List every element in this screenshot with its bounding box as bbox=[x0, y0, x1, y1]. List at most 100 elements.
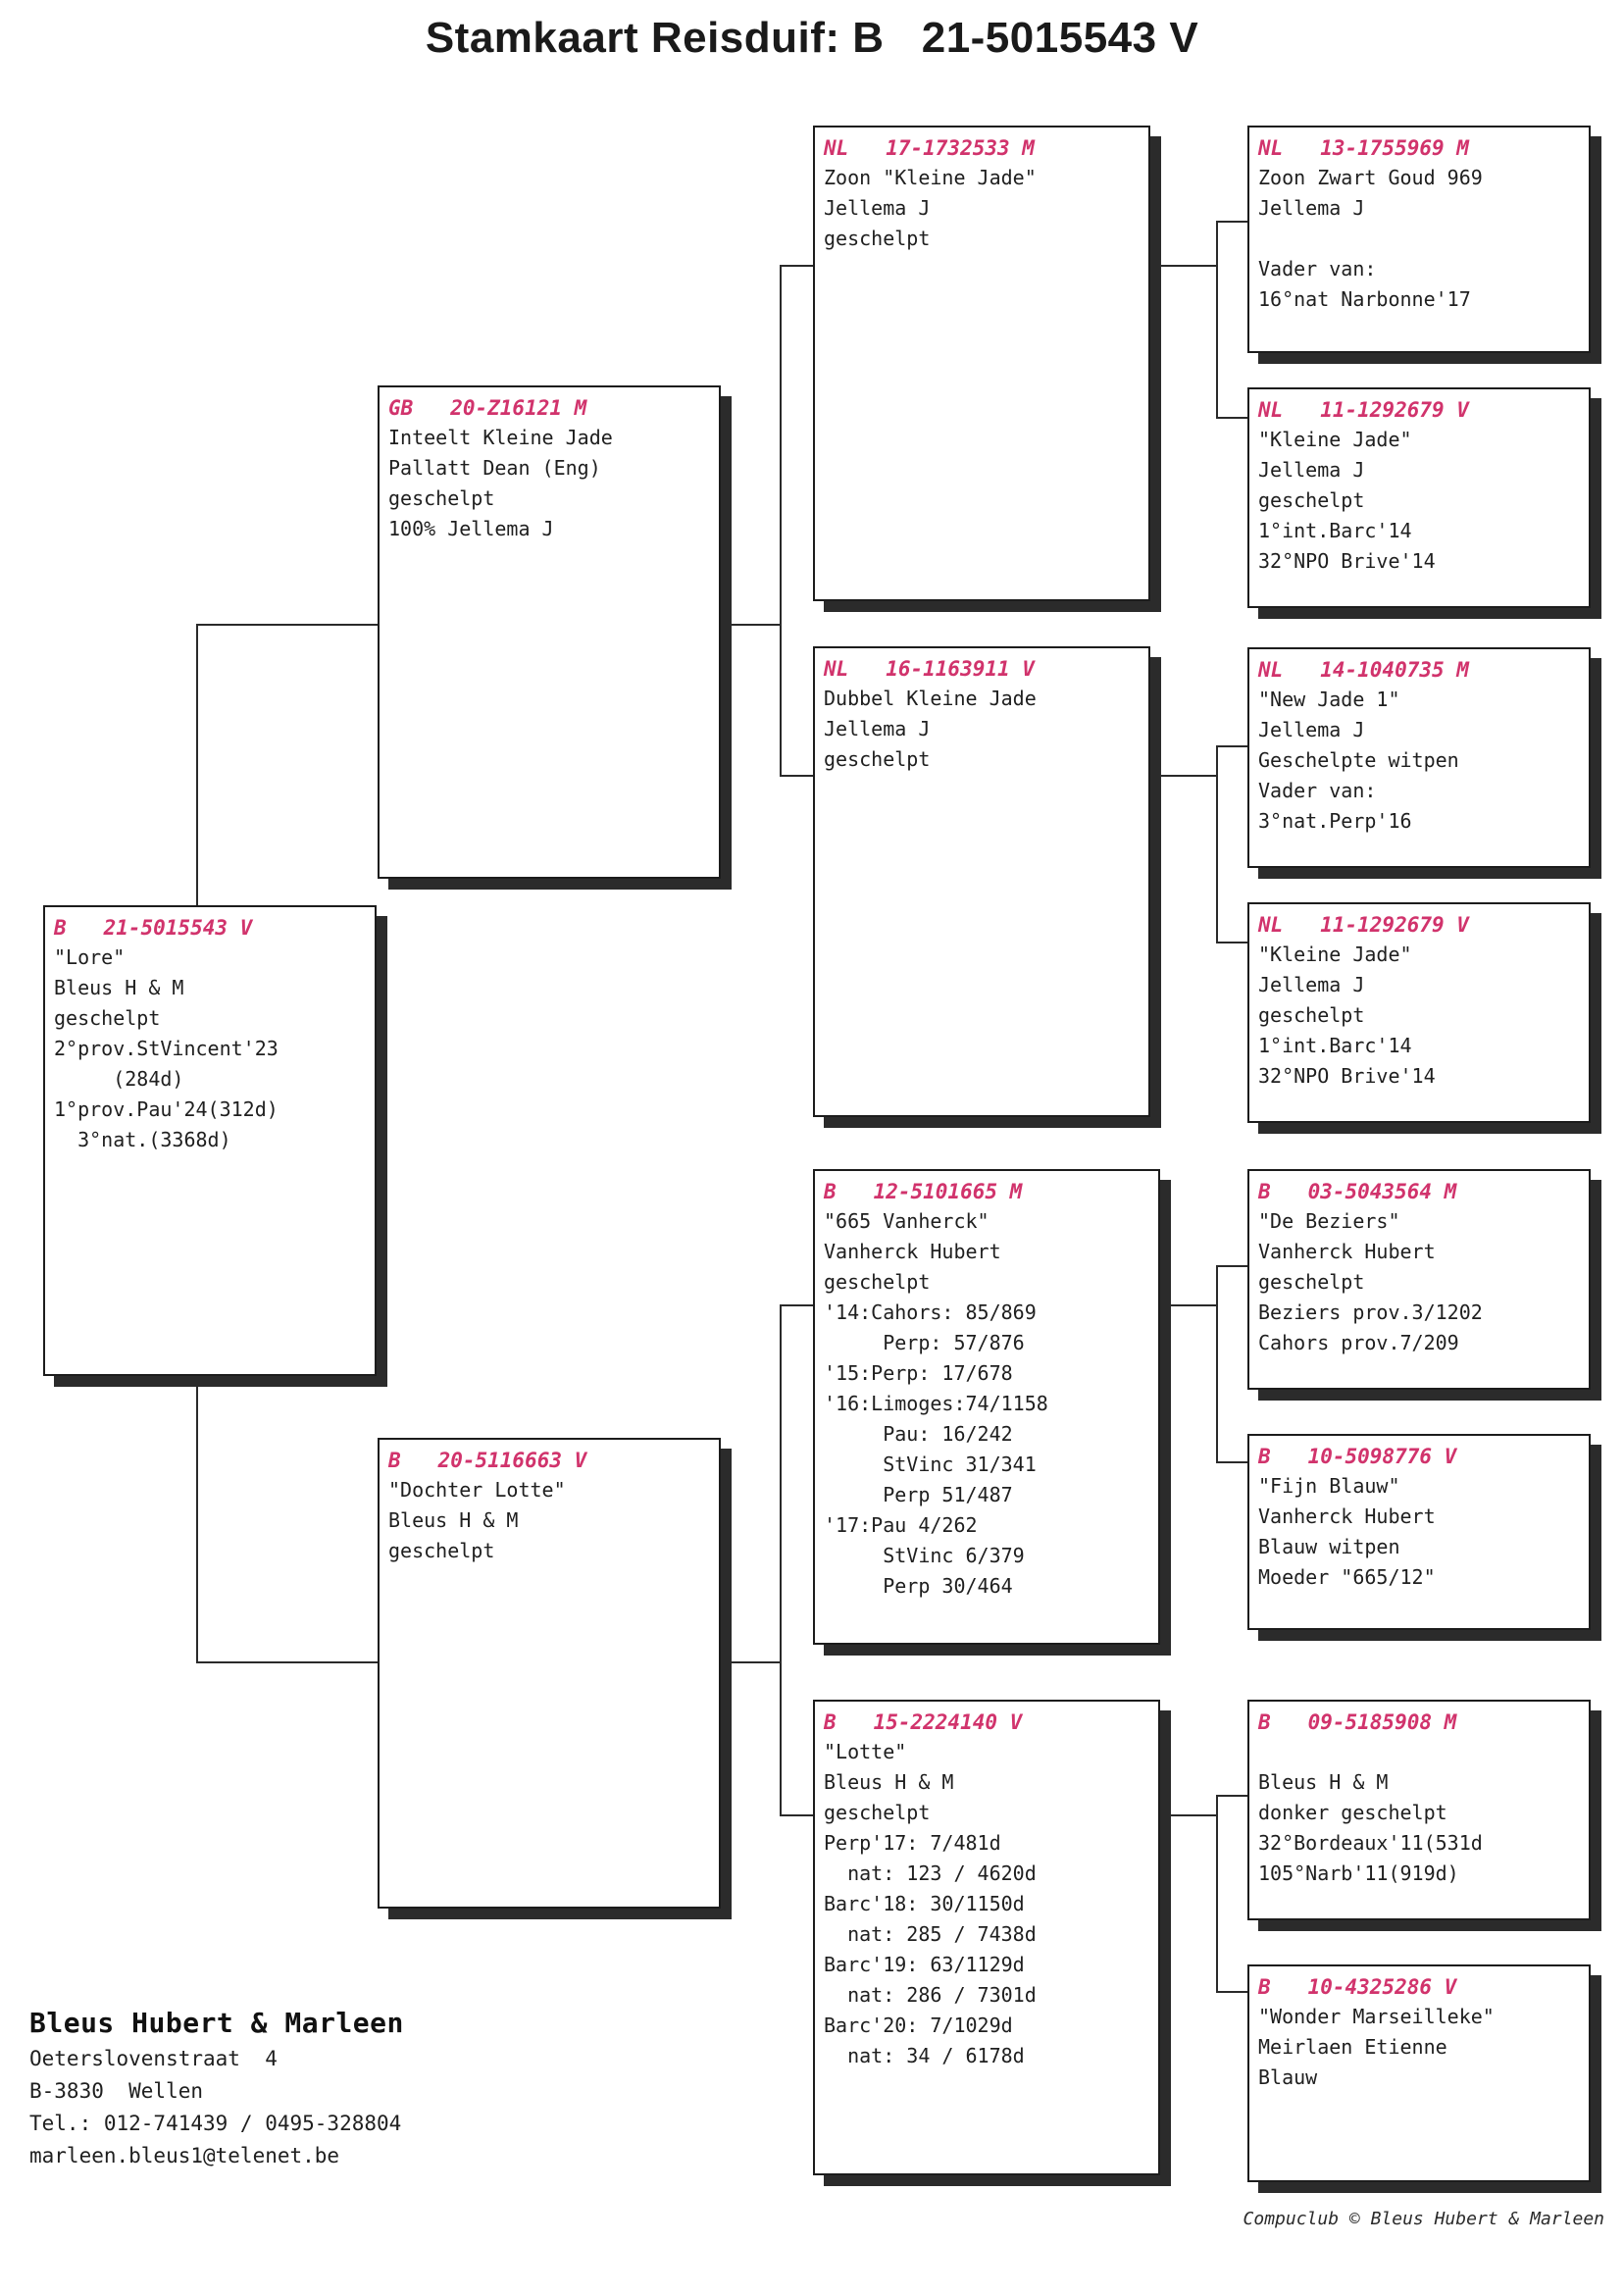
detail-line: "Wonder Marseilleke" bbox=[1258, 2005, 1495, 2028]
detail-line: Zoon Zwart Goud 969 bbox=[1258, 166, 1483, 189]
pedigree-box-g4-5[interactable]: B 03-5043564 M "De Beziers"Vanherck Hube… bbox=[1247, 1169, 1591, 1390]
detail-line: Vanherck Hubert bbox=[1258, 1504, 1436, 1528]
detail-line: geschelpt bbox=[824, 227, 931, 250]
detail-line: 1°int.Barc'14 bbox=[1258, 519, 1412, 542]
connector bbox=[1157, 1304, 1216, 1306]
connector bbox=[196, 1661, 382, 1663]
detail-line: geschelpt bbox=[1258, 488, 1365, 512]
detail-line: Jellema J bbox=[824, 717, 931, 740]
detail-line: "Dochter Lotte" bbox=[388, 1478, 566, 1502]
detail-line: '15:Perp: 17/678 bbox=[824, 1361, 1013, 1385]
detail-line: Oeterslovenstraat 4 bbox=[29, 2047, 278, 2070]
connector bbox=[780, 265, 782, 775]
detail-line: 1°int.Barc'14 bbox=[1258, 1034, 1412, 1057]
detail-line: 16°nat Narbonne'17 bbox=[1258, 287, 1471, 311]
pedigree-box-g3-3[interactable]: B 12-5101665 M "665 Vanherck"Vanherck Hu… bbox=[813, 1169, 1160, 1645]
connector bbox=[1216, 745, 1218, 942]
detail-line: StVinc 31/341 bbox=[824, 1453, 1037, 1476]
connector bbox=[1216, 1795, 1218, 1991]
box-ring-number: B 12-5101665 M bbox=[824, 1180, 1023, 1203]
box-ring-number: B 03-5043564 M bbox=[1258, 1180, 1457, 1203]
page-title: Stamkaart Reisduif: B 21-5015543 V bbox=[425, 14, 1199, 62]
detail-line: Pallatt Dean (Eng) bbox=[388, 456, 601, 480]
owner-footer: Bleus Hubert & Marleen Oeterslovenstraat… bbox=[29, 2004, 657, 2172]
detail-line: Vader van: bbox=[1258, 257, 1377, 280]
detail-line: Jellema J bbox=[1258, 718, 1365, 741]
connector bbox=[1157, 265, 1216, 267]
box-ring-number: B 10-5098776 V bbox=[1258, 1445, 1457, 1468]
detail-line: 32°NPO Brive'14 bbox=[1258, 1064, 1436, 1088]
pedigree-box-dam[interactable]: B 20-5116663 V "Dochter Lotte"Bleus H & … bbox=[378, 1438, 721, 1909]
detail-line: 1°prov.Pau'24(312d) bbox=[54, 1097, 279, 1121]
detail-line: Vanherck Hubert bbox=[824, 1240, 1001, 1263]
detail-line: 32°Bordeaux'11(531d bbox=[1258, 1831, 1483, 1855]
detail-line: Dubbel Kleine Jade bbox=[824, 687, 1037, 710]
detail-line: 3°nat.Perp'16 bbox=[1258, 809, 1412, 833]
detail-line: (284d) bbox=[54, 1067, 184, 1091]
detail-line: donker geschelpt bbox=[1258, 1801, 1447, 1824]
box-ring-number: B 20-5116663 V bbox=[388, 1449, 587, 1472]
connector bbox=[780, 265, 834, 267]
detail-line: Pau: 16/242 bbox=[824, 1422, 1013, 1446]
detail-line: Jellema J bbox=[824, 196, 931, 220]
detail-line: 32°NPO Brive'14 bbox=[1258, 549, 1436, 573]
detail-line: geschelpt bbox=[388, 1539, 495, 1562]
detail-line: Moeder "665/12" bbox=[1258, 1565, 1436, 1589]
connector bbox=[780, 1304, 834, 1306]
detail-line: nat: 286 / 7301d bbox=[824, 1983, 1037, 2007]
box-ring-number: B 10-4325286 V bbox=[1258, 1975, 1457, 1999]
pedigree-box-g4-6[interactable]: B 10-5098776 V "Fijn Blauw"Vanherck Hube… bbox=[1247, 1434, 1591, 1630]
detail-line: Jellema J bbox=[1258, 458, 1365, 482]
detail-line: Zoon "Kleine Jade" bbox=[824, 166, 1037, 189]
connector bbox=[196, 624, 382, 626]
detail-line: Perp'17: 7/481d bbox=[824, 1831, 1001, 1855]
detail-line: StVinc 6/379 bbox=[824, 1544, 1025, 1567]
detail-line: Barc'18: 30/1150d bbox=[824, 1892, 1025, 1915]
pedigree-box-g3-1[interactable]: NL 17-1732533 M Zoon "Kleine Jade"Jellem… bbox=[813, 126, 1150, 601]
detail-line bbox=[1258, 1737, 1580, 1767]
box-ring-number: B 21-5015543 V bbox=[54, 916, 253, 940]
connector bbox=[780, 775, 834, 777]
box-ring-number: NL 13-1755969 M bbox=[1258, 136, 1469, 160]
detail-line: Bleus H & M bbox=[54, 976, 184, 999]
detail-line: Barc'20: 7/1029d bbox=[824, 2014, 1013, 2037]
detail-line: Jellema J bbox=[1258, 973, 1365, 996]
copyright-notice: Compuclub © Bleus Hubert & Marleen bbox=[1243, 2209, 1604, 2229]
connector bbox=[716, 624, 780, 626]
detail-line: Vanherck Hubert bbox=[1258, 1240, 1436, 1263]
detail-line: Barc'19: 63/1129d bbox=[824, 1953, 1025, 1976]
pedigree-box-g4-8[interactable]: B 10-4325286 V "Wonder Marseilleke"Meirl… bbox=[1247, 1964, 1591, 2182]
box-ring-number: NL 14-1040735 M bbox=[1258, 658, 1469, 682]
connector bbox=[1216, 1265, 1218, 1461]
detail-line: geschelpt bbox=[824, 1801, 931, 1824]
detail-line: geschelpt bbox=[54, 1006, 161, 1030]
detail-line: geschelpt bbox=[1258, 1270, 1365, 1294]
detail-line: marleen.bleus1@telenet.be bbox=[29, 2144, 340, 2167]
detail-line: Blauw bbox=[1258, 2065, 1318, 2089]
detail-line: "New Jade 1" bbox=[1258, 688, 1400, 711]
connector bbox=[1216, 1795, 1255, 1797]
detail-line: Perp 51/487 bbox=[824, 1483, 1013, 1506]
connector bbox=[1157, 1814, 1216, 1816]
connector bbox=[1216, 417, 1255, 419]
detail-line: Vader van: bbox=[1258, 779, 1377, 802]
detail-line: '14:Cahors: 85/869 bbox=[824, 1300, 1037, 1324]
